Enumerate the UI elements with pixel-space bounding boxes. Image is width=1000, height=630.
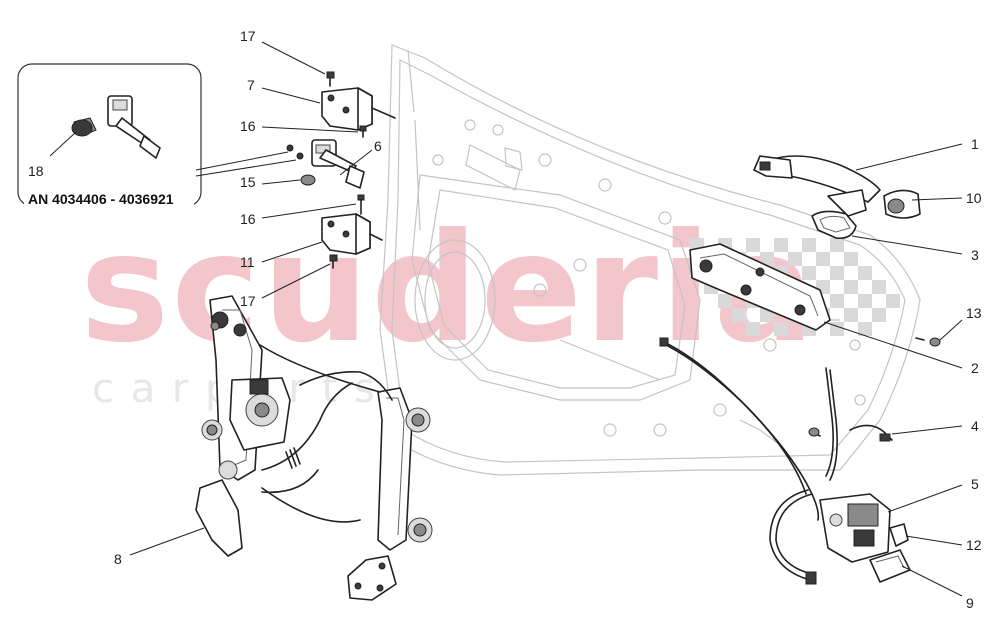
inset-range-label: AN 4034406 - 4036921 xyxy=(28,191,174,207)
handle-gasket xyxy=(811,210,857,240)
callout-6: 6 xyxy=(374,138,382,154)
bolt-upper xyxy=(326,71,335,87)
door-check-strap-inset xyxy=(71,95,161,159)
callout-16-upper: 16 xyxy=(240,118,256,134)
lock-clip xyxy=(889,523,909,547)
bolt-15 xyxy=(300,174,316,186)
inset-box: AN 4034406 - 4036921 xyxy=(17,63,202,208)
door-outer-handle xyxy=(753,155,881,217)
callout-2: 2 xyxy=(971,360,979,376)
lock-rod-cable xyxy=(808,424,893,442)
screw-upper xyxy=(359,125,367,138)
callout-17-lower: 17 xyxy=(240,293,256,309)
callout-9: 9 xyxy=(966,595,974,611)
callout-17-upper: 17 xyxy=(240,28,256,44)
callout-10: 10 xyxy=(966,190,982,206)
watermark: scuderia c a r p a r t s xyxy=(80,202,815,412)
bolt-lower xyxy=(329,254,338,269)
leader-lines xyxy=(49,41,963,597)
door-hinge-lower xyxy=(321,213,383,255)
handle-carrier-bracket xyxy=(689,243,831,331)
callout-1: 1 xyxy=(971,136,979,152)
callout-13: 13 xyxy=(966,305,982,321)
screw-lower xyxy=(357,194,365,215)
callout-12: 12 xyxy=(966,537,982,553)
callout-5: 5 xyxy=(971,476,979,492)
screw-13 xyxy=(915,337,941,347)
callout-3: 3 xyxy=(971,247,979,263)
callout-8: 8 xyxy=(114,551,122,567)
door-inner-panel xyxy=(379,44,921,476)
callout-labels: 17 7 16 6 15 18 16 11 17 8 1 10 3 13 2 4… xyxy=(28,28,982,611)
callout-18: 18 xyxy=(28,163,44,179)
door-check-strap xyxy=(286,139,365,189)
door-lock-latch xyxy=(819,493,891,563)
window-regulator xyxy=(195,295,433,601)
handle-end-cap xyxy=(883,189,921,219)
callout-11: 11 xyxy=(240,254,255,270)
door-hinge-upper xyxy=(321,87,396,131)
callout-15: 15 xyxy=(240,174,256,190)
callout-7: 7 xyxy=(247,77,255,93)
release-cable xyxy=(659,337,838,585)
callout-16-lower: 16 xyxy=(240,211,256,227)
callout-4: 4 xyxy=(971,418,979,434)
